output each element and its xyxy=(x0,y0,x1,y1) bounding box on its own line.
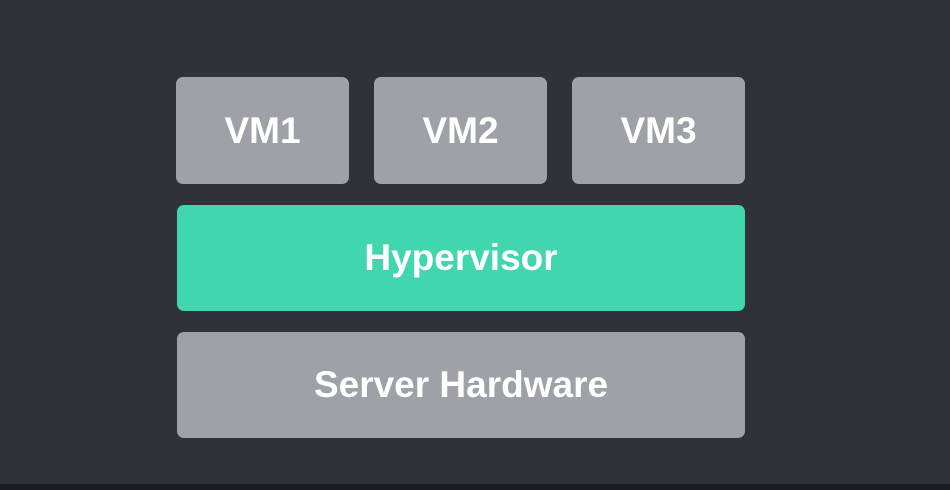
vm1-label: VM1 xyxy=(224,109,301,151)
vm3-block: VM3 xyxy=(572,77,745,184)
vm2-block: VM2 xyxy=(374,77,547,184)
hypervisor-label: Hypervisor xyxy=(364,237,558,278)
vm1-block: VM1 xyxy=(176,77,349,184)
hypervisor-layer: Hypervisor xyxy=(177,205,745,311)
server-hardware-layer: Server Hardware xyxy=(177,332,745,438)
vm3-label: VM3 xyxy=(620,109,697,151)
server-hardware-label: Server Hardware xyxy=(313,364,609,405)
bottom-divider xyxy=(0,484,950,490)
vm2-label: VM2 xyxy=(422,109,499,151)
